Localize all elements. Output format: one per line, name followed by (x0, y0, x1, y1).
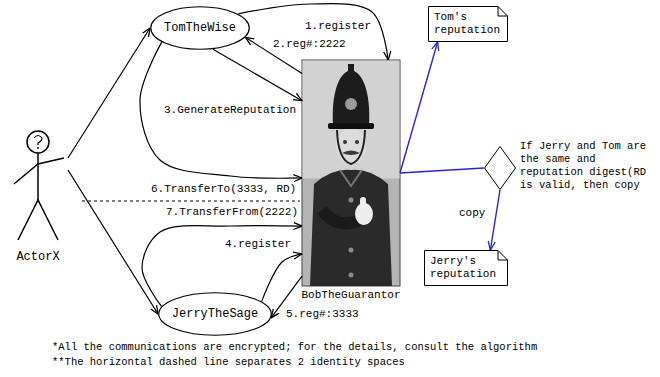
note-fold (498, 251, 508, 261)
figure-legs (18, 200, 58, 240)
policeman-body (310, 170, 392, 286)
node-label: BobTheGuarantor (251, 289, 451, 302)
message-label: copy (458, 207, 486, 219)
policeman-eye (355, 140, 359, 144)
policeman-moustache (342, 151, 360, 156)
figure-arms (14, 158, 64, 184)
node-label: ActorX (0, 251, 138, 264)
ellipse-outline (151, 7, 250, 50)
policeman-face (336, 128, 366, 164)
policeman-button (349, 273, 354, 278)
footnote: **The horizontal dashed line separates 2… (52, 356, 405, 369)
message-label: 4.register (224, 238, 292, 250)
flow-arrow (490, 190, 500, 250)
helmet-brim (328, 123, 374, 129)
policeman-arm (322, 210, 360, 223)
message-arrow (213, 49, 302, 100)
note-fold (498, 7, 508, 17)
node-label: Tom's reputation (434, 11, 502, 37)
message-arrow (238, 4, 388, 60)
policeman-helmet (333, 70, 370, 126)
reputation-note: Jerry's reputation (424, 250, 508, 286)
policeman-eye (343, 140, 347, 144)
note-outline (429, 7, 508, 42)
message-arrow (68, 170, 158, 314)
helmet-badge (345, 98, 357, 110)
actor-ellipse: JerryTheSage (158, 292, 272, 336)
message-label: 1.register (304, 20, 372, 32)
decision-diamond: If Jerry and Tom are the same and reputa… (484, 146, 516, 190)
message-label: 7.TransferFrom(2222) (165, 206, 299, 218)
stick-figure (14, 131, 64, 240)
policeman-button (349, 198, 354, 203)
actor-figure: ActorX (8, 128, 68, 248)
ellipse-outline (159, 293, 272, 336)
shape-outline (484, 146, 516, 190)
note-outline (425, 251, 508, 286)
figure-body (37, 153, 39, 200)
message-label: 6.TransferTo(3333, RD) (150, 183, 297, 195)
footnote: *All the communications are encrypted; f… (52, 341, 537, 354)
policeman-button (349, 248, 354, 253)
message-label: 2.reg#:2222 (272, 38, 347, 50)
message-arrow (262, 254, 302, 301)
policeman-photo (302, 60, 400, 286)
helmet-strap (337, 130, 365, 164)
message-label: 5.reg#:3333 (285, 308, 360, 320)
diamond-outline (485, 147, 516, 190)
figure-face (34, 136, 42, 146)
message-arrow (140, 42, 302, 178)
photo-ground (302, 60, 400, 286)
reputation-note: Tom's reputation (428, 6, 508, 42)
message-label: 3.GenerateReputation (163, 104, 297, 116)
figure-face-dot (37, 147, 39, 149)
identity-divider (82, 201, 300, 202)
actor-ellipse: TomTheWise (150, 6, 250, 50)
guarantor-image: BobTheGuarantor (302, 60, 400, 286)
photo-backdrop (303, 61, 400, 179)
message-arrow (68, 28, 150, 158)
policeman-collar (340, 170, 362, 186)
node-label: TomTheWise (164, 21, 236, 35)
node-label: Jerry's reputation (430, 255, 502, 281)
node-label: If Jerry and Tom are the same and reputa… (520, 140, 652, 192)
node-label: JerryTheSage (172, 307, 258, 321)
flow-arrow (400, 168, 484, 173)
flow-arrow (400, 42, 438, 173)
figure-head (27, 131, 49, 153)
policeman-thumb (360, 197, 366, 210)
